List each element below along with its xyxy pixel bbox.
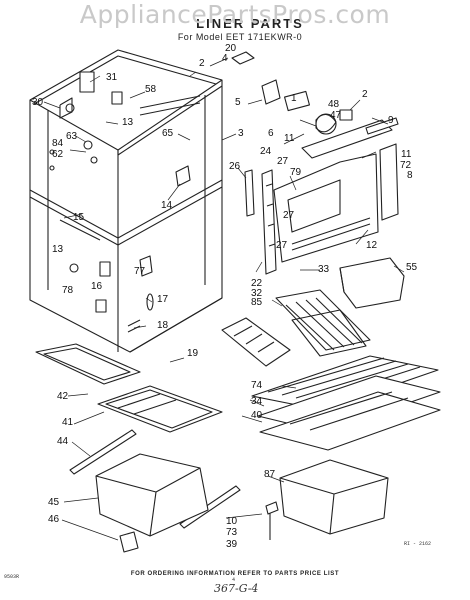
callout-79: 79	[290, 167, 302, 178]
evaporator-fan-assembly	[231, 51, 399, 159]
callout-63: 63	[66, 131, 78, 142]
callout-44: 44	[57, 436, 69, 447]
callout-47: 47	[330, 110, 342, 121]
dairy-bin	[339, 257, 405, 309]
shelf-support-hardware	[265, 501, 279, 540]
callout-14: 14	[161, 200, 173, 211]
callout-84: 84	[52, 138, 64, 149]
callout-73: 73	[226, 527, 238, 538]
callout-16: 16	[91, 281, 103, 292]
callout-2: 2	[362, 89, 368, 100]
callout-62: 62	[52, 149, 64, 160]
callout-78: 78	[62, 285, 74, 296]
callout-87: 87	[264, 469, 276, 480]
callout-31: 31	[106, 72, 118, 83]
callout-12: 12	[366, 240, 378, 251]
wire-shelf	[275, 289, 371, 357]
callout-3: 3	[238, 128, 244, 139]
callout-55: 55	[406, 262, 418, 273]
callout-33: 33	[318, 264, 330, 275]
callout-5: 5	[235, 97, 241, 108]
callout-19: 19	[187, 348, 199, 359]
meat-pan	[97, 385, 223, 433]
ice-cube-tray	[221, 317, 291, 367]
drawing-code-right: RI - 2162	[404, 541, 432, 547]
callout-40: 40	[251, 410, 263, 421]
callout-4: 4	[222, 53, 228, 64]
callout-41: 41	[62, 417, 74, 428]
callout-9: 9	[388, 115, 394, 126]
callout-45: 45	[48, 497, 60, 508]
diagram-title: LINER PARTS	[196, 16, 304, 31]
ordering-information-note: FOR ORDERING INFORMATION REFER TO PARTS …	[130, 571, 340, 577]
callout-42: 42	[57, 391, 69, 402]
document-code-left: 9503R	[4, 574, 20, 580]
callout-11: 11	[284, 133, 295, 144]
callout-30: 30	[32, 97, 44, 108]
callout-85: 85	[251, 297, 263, 308]
callout-2: 2	[199, 58, 205, 69]
callout-65: 65	[162, 128, 174, 139]
callout-27: 27	[276, 240, 288, 251]
glass-shelf	[251, 355, 441, 451]
callout-11: 11	[401, 149, 412, 160]
callout-74: 74	[251, 380, 263, 391]
callout-32: 32	[251, 288, 263, 299]
callout-26: 26	[229, 161, 241, 172]
callout-1: 1	[291, 93, 297, 104]
crisper-drawer-right	[279, 459, 389, 535]
callout-17: 17	[157, 294, 169, 305]
callout-22: 22	[251, 278, 263, 289]
callout-8: 8	[407, 170, 413, 181]
leader-lines	[43, 57, 405, 541]
callout-18: 18	[157, 320, 169, 331]
callout-72: 72	[400, 160, 412, 171]
shelf-ladder-rails	[244, 169, 277, 275]
liner-cabinet	[29, 49, 223, 353]
callout-6: 6	[268, 128, 274, 139]
evaporator-cover	[273, 143, 399, 263]
callout-48: 48	[328, 99, 340, 110]
handwritten-page-code: 367-G-4	[214, 582, 259, 595]
callout-46: 46	[48, 514, 60, 525]
page-number: 4	[232, 577, 236, 583]
callout-39: 39	[226, 539, 238, 550]
callout-24: 24	[260, 146, 272, 157]
callout-13: 13	[52, 244, 64, 255]
model-subtitle: For Model EET 171EKWR-0	[177, 32, 303, 42]
callout-58: 58	[145, 84, 157, 95]
callout-34: 34	[251, 396, 263, 407]
trim-strips	[69, 429, 241, 529]
callout-15: 15	[73, 212, 85, 223]
callout-13: 13	[122, 117, 134, 128]
crisper-drawer-left	[95, 453, 209, 553]
callout-20: 20	[225, 43, 237, 54]
callout-27: 27	[277, 156, 289, 167]
callout-27: 27	[283, 210, 295, 221]
callout-77: 77	[134, 266, 146, 277]
callout-10: 10	[226, 516, 238, 527]
freezer-tray	[35, 343, 141, 385]
